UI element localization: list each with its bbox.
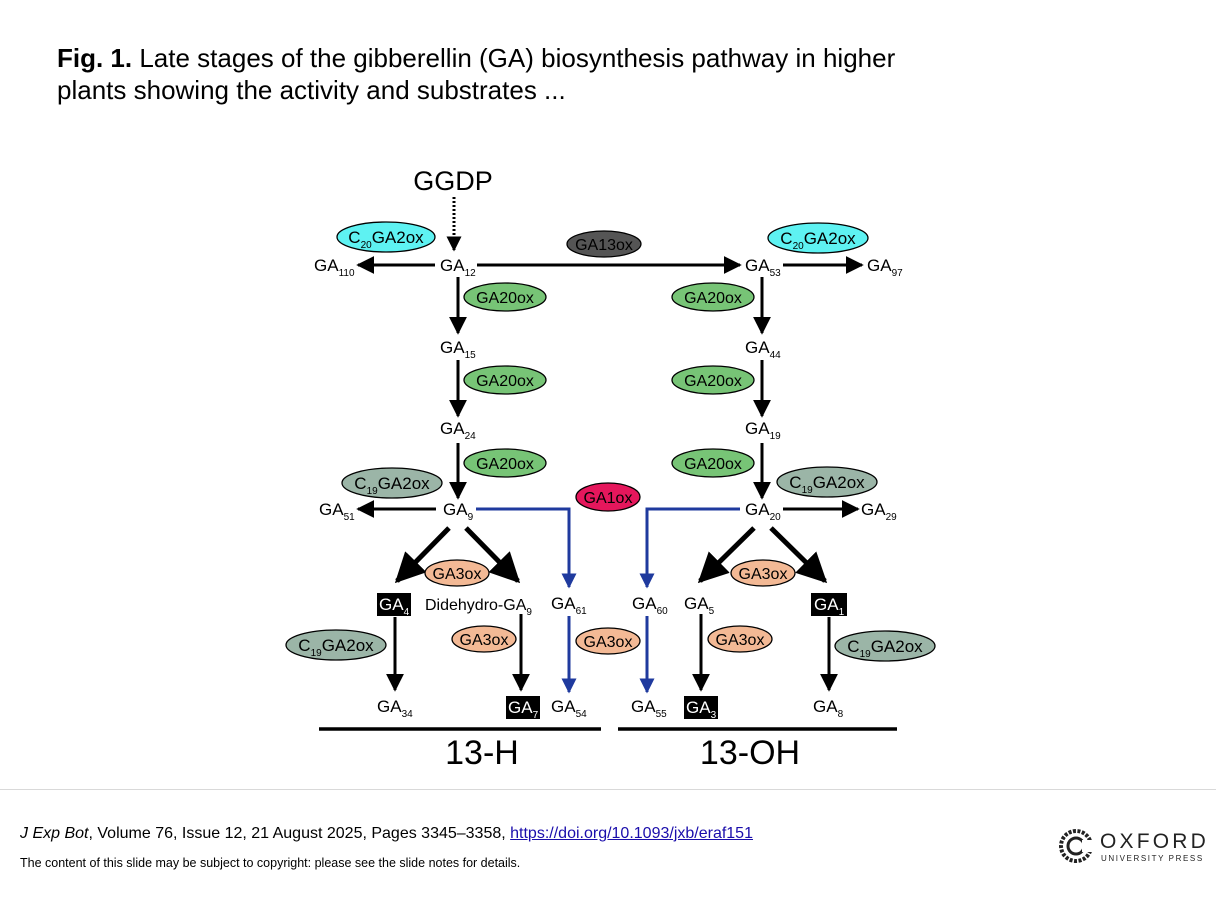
oxford-crest-icon bbox=[1059, 829, 1094, 863]
svg-text:GA3ox: GA3ox bbox=[460, 632, 509, 649]
node-didehydro-ga9: Didehydro-GA9 bbox=[425, 597, 532, 618]
node-ga4: GA4 bbox=[379, 595, 410, 618]
ggdp-label: GGDP bbox=[413, 166, 493, 196]
node-ga61: GA61 bbox=[551, 594, 587, 617]
svg-text:GA20ox: GA20ox bbox=[684, 290, 742, 307]
figure-title: Fig. 1. Late stages of the gibberellin (… bbox=[57, 42, 957, 106]
node-ga55: GA55 bbox=[631, 697, 667, 720]
enzyme-ga3ox-ga20: GA3ox bbox=[730, 559, 796, 587]
node-ga15: GA15 bbox=[440, 338, 476, 361]
svg-text:C19GA2ox: C19GA2ox bbox=[354, 474, 430, 497]
svg-text:GA3ox: GA3ox bbox=[739, 566, 788, 583]
node-ga97: GA97 bbox=[867, 256, 903, 279]
svg-text:C19GA2ox: C19GA2ox bbox=[789, 473, 865, 496]
bioactive-box-ga4 bbox=[377, 593, 411, 616]
svg-text:C19GA2ox: C19GA2ox bbox=[847, 637, 923, 660]
node-ga12: GA12 bbox=[440, 256, 476, 279]
publisher-logo: OXFORD UNIVERSITY PRESS bbox=[1058, 828, 1208, 866]
copyright-notice: The content of this slide may be subject… bbox=[20, 856, 521, 870]
svg-text:GA3ox: GA3ox bbox=[433, 566, 482, 583]
enzyme-ga3ox-ga61: GA3ox bbox=[575, 627, 641, 655]
node-ga53: GA53 bbox=[745, 256, 781, 279]
svg-text:GA20ox: GA20ox bbox=[684, 456, 742, 473]
enzyme-ga20ox-1: GA20ox bbox=[463, 282, 547, 312]
arrow-ga9-ga4 bbox=[394, 526, 451, 584]
node-ga34: GA34 bbox=[377, 697, 413, 720]
enzyme-ga20ox-3: GA20ox bbox=[463, 448, 547, 478]
node-ga9: GA9 bbox=[443, 500, 474, 523]
enzyme-c19ga2ox-ga1: C19GA2ox bbox=[834, 630, 936, 662]
group-label-13oh: 13-OH bbox=[700, 734, 800, 772]
svg-text:C20GA2ox: C20GA2ox bbox=[780, 229, 856, 252]
node-ga24: GA24 bbox=[440, 419, 476, 442]
bioactive-box-ga3 bbox=[684, 696, 718, 719]
node-ga44: GA44 bbox=[745, 338, 781, 361]
enzyme-c19ga2ox-ga9: C19GA2ox bbox=[341, 467, 443, 499]
node-ga7: GA7 bbox=[508, 698, 539, 721]
node-ga3: GA3 bbox=[686, 698, 717, 721]
node-ga8: GA8 bbox=[813, 697, 844, 720]
svg-text:C19GA2ox: C19GA2ox bbox=[298, 636, 374, 659]
ga-pathway-diagram: GGDP C20GA2ox C20GA2ox GA13ox GA20ox GA2… bbox=[285, 166, 936, 772]
enzyme-c20ga2ox-left: C20GA2ox bbox=[336, 221, 436, 253]
arrow-ga9-ga61 bbox=[476, 507, 577, 589]
bioactive-box-ga1 bbox=[811, 593, 847, 616]
enzyme-ga20ox-6: GA20ox bbox=[671, 448, 755, 478]
citation: J Exp Bot, Volume 76, Issue 12, 21 Augus… bbox=[20, 825, 753, 843]
enzyme-c19ga2ox-ga4: C19GA2ox bbox=[285, 629, 387, 661]
enzyme-ga20ox-4: GA20ox bbox=[671, 282, 755, 312]
enzyme-c20ga2ox-right: C20GA2ox bbox=[767, 222, 869, 254]
node-ga110: GA110 bbox=[314, 256, 355, 279]
node-ga51: GA51 bbox=[319, 500, 355, 523]
svg-text:GA20ox: GA20ox bbox=[476, 373, 534, 390]
enzyme-ga13ox: GA13ox bbox=[566, 230, 642, 258]
svg-text:GA20ox: GA20ox bbox=[684, 373, 742, 390]
citation-details: , Volume 76, Issue 12, 21 August 2025, P… bbox=[88, 825, 511, 842]
publisher-subtitle: UNIVERSITY PRESS bbox=[1101, 854, 1204, 863]
publisher-name: OXFORD bbox=[1100, 830, 1210, 853]
enzyme-ga20ox-2: GA20ox bbox=[463, 365, 547, 395]
enzyme-ga20ox-5: GA20ox bbox=[671, 365, 755, 395]
svg-text:GA3ox: GA3ox bbox=[716, 632, 765, 649]
enzyme-c19ga2ox-ga20: C19GA2ox bbox=[776, 466, 878, 498]
svg-text:GA1ox: GA1ox bbox=[584, 490, 633, 507]
svg-text:GA20ox: GA20ox bbox=[476, 290, 534, 307]
svg-text:GA3ox: GA3ox bbox=[584, 634, 633, 651]
figure-label: Fig. 1. bbox=[57, 43, 133, 73]
node-ga60: GA60 bbox=[632, 594, 668, 617]
node-ga5: GA5 bbox=[684, 594, 715, 617]
node-ga20: GA20 bbox=[745, 500, 781, 523]
svg-text:C20GA2ox: C20GA2ox bbox=[348, 228, 424, 251]
arrow-ga20-ga1 bbox=[769, 526, 828, 584]
enzyme-ga1ox: GA1ox bbox=[575, 482, 641, 512]
node-ga29: GA29 bbox=[861, 500, 897, 523]
arrow-ga20-ga5 bbox=[697, 526, 756, 584]
footer-divider bbox=[0, 789, 1216, 790]
svg-text:GA13ox: GA13ox bbox=[575, 237, 633, 254]
node-ga1: GA1 bbox=[814, 595, 845, 618]
arrow-ga20-ga60 bbox=[639, 507, 740, 589]
figure-caption: Late stages of the gibberellin (GA) bios… bbox=[57, 43, 896, 105]
svg-text:GA20ox: GA20ox bbox=[476, 456, 534, 473]
node-ga54: GA54 bbox=[551, 697, 587, 720]
doi-link[interactable]: https://doi.org/10.1093/jxb/eraf151 bbox=[510, 825, 753, 842]
enzyme-ga3ox-didehydro: GA3ox bbox=[451, 625, 517, 653]
node-ga19: GA19 bbox=[745, 419, 781, 442]
journal-name: J Exp Bot bbox=[20, 825, 89, 842]
arrow-ga9-didehydro bbox=[464, 526, 521, 584]
bioactive-box-ga7 bbox=[506, 696, 540, 719]
enzyme-ga3ox-ga5: GA3ox bbox=[707, 625, 773, 653]
enzyme-ga3ox-ga9: GA3ox bbox=[424, 559, 490, 587]
group-label-13h: 13-H bbox=[445, 734, 519, 772]
